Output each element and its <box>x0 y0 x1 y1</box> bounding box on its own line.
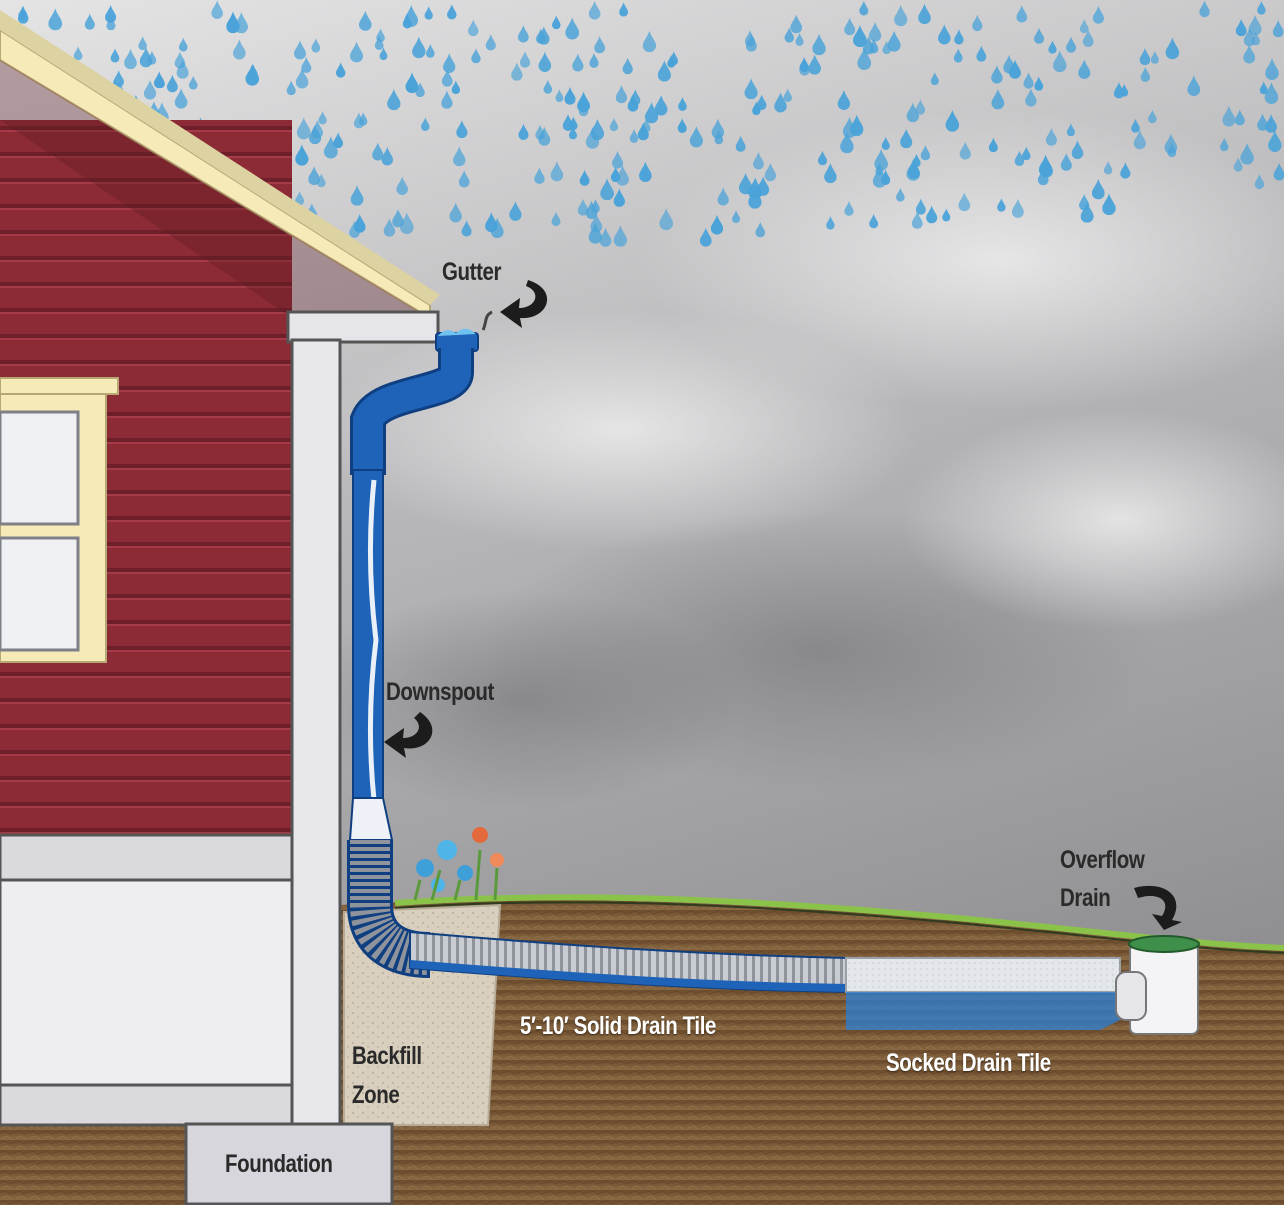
downspout-pipe <box>352 469 384 801</box>
downspout-arrow <box>384 712 433 758</box>
overflow-arrow <box>1134 885 1182 930</box>
cloud <box>300 590 740 810</box>
downspout-water <box>367 479 379 801</box>
window-trim <box>0 377 119 395</box>
foundation-wall <box>0 878 294 1087</box>
downspout-elbow <box>353 348 471 475</box>
overflow-drain-outlet <box>1115 971 1147 1021</box>
socked-drain-tile <box>845 957 1121 993</box>
flower-bed <box>413 827 504 901</box>
backfill-label-line2: Zone <box>352 1081 400 1109</box>
corner-trim <box>290 338 342 1127</box>
roof-shadow <box>0 60 430 318</box>
solid-tile-label: 5′-10′ Solid Drain Tile <box>520 1012 716 1040</box>
overflow-label-line2: Drain <box>1060 884 1111 912</box>
window-pane <box>0 410 80 526</box>
cloud <box>900 410 1284 630</box>
overflow-label-line1: Overflow <box>1060 846 1145 874</box>
gutter-label: Gutter <box>442 258 502 286</box>
roof-top <box>0 0 440 305</box>
overflow-drain-cap <box>1128 935 1200 953</box>
socked-tile-label: Socked Drain Tile <box>886 1049 1051 1077</box>
foundation-footing <box>184 1122 394 1205</box>
downspout-label: Downspout <box>386 678 494 706</box>
eave <box>286 310 440 344</box>
sill-band <box>0 833 294 882</box>
seep-water <box>846 992 1140 1030</box>
window-pane <box>0 536 80 652</box>
solid-tile-water <box>409 960 851 992</box>
gutter-water <box>438 328 476 336</box>
foundation-label: Foundation <box>225 1150 333 1178</box>
backfill-label-line1: Backfill <box>352 1042 422 1070</box>
gutter-hook <box>481 310 493 331</box>
foundation-base <box>0 1083 294 1127</box>
gutter-arrow <box>500 280 548 328</box>
